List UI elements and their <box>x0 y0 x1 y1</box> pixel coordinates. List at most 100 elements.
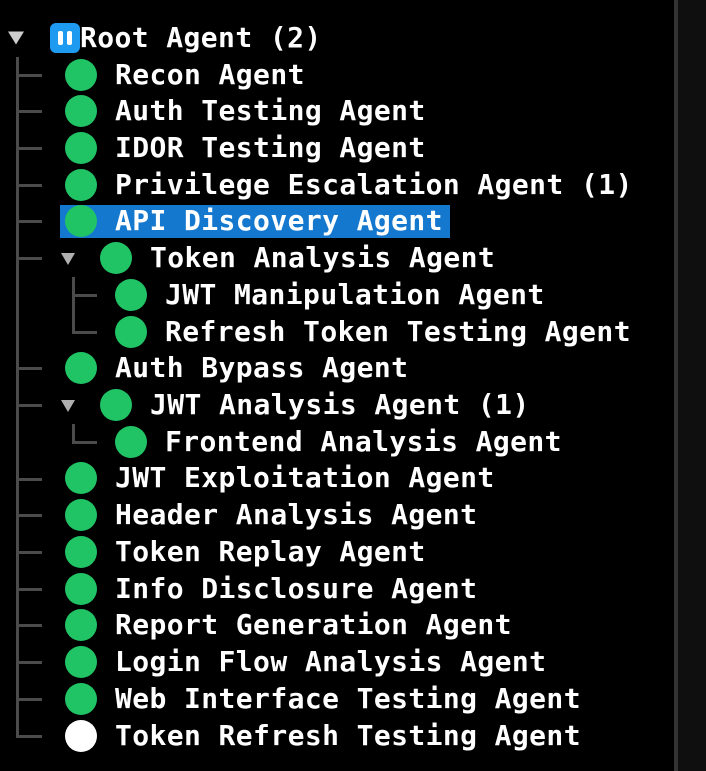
tree-row[interactable]: JWT Analysis Agent (1) <box>0 387 674 424</box>
tree-branch-line <box>16 367 42 371</box>
tree-row-content: Info Disclosure Agent <box>60 572 484 606</box>
tree-row[interactable]: Privilege Escalation Agent (1) <box>0 167 674 204</box>
tree-row[interactable]: Report Generation Agent <box>0 608 674 645</box>
tree-branch-line <box>16 73 42 77</box>
agent-status-dot-icon <box>100 389 132 422</box>
agent-label: Root Agent (2) <box>80 20 322 54</box>
tree-row[interactable]: JWT Exploitation Agent <box>0 461 674 498</box>
tree-branch-line <box>16 624 42 628</box>
tree-row[interactable]: JWT Manipulation Agent <box>0 277 674 314</box>
agent-label: Auth Testing Agent <box>115 94 426 128</box>
agent-label: Privilege Escalation Agent (1) <box>115 167 633 201</box>
agent-label: Web Interface Testing Agent <box>115 681 581 715</box>
expand-triangle-icon[interactable] <box>61 252 75 265</box>
agent-label: Token Replay Agent <box>115 534 426 568</box>
agent-label: Auth Bypass Agent <box>115 351 409 385</box>
tree-branch-line <box>16 147 42 151</box>
agent-status-dot-icon <box>115 425 147 458</box>
tree-row[interactable]: Auth Bypass Agent <box>0 350 674 387</box>
agent-status-dot-icon <box>65 168 97 201</box>
agent-label: Header Analysis Agent <box>115 498 478 532</box>
tree-branch-line <box>72 440 97 444</box>
panel-divider <box>674 0 678 771</box>
tree-row[interactable]: Token Refresh Testing Agent <box>0 718 674 755</box>
expand-triangle-icon[interactable] <box>8 31 24 45</box>
tree-row-content: JWT Manipulation Agent <box>110 278 552 312</box>
agent-label: Login Flow Analysis Agent <box>115 645 547 679</box>
agent-status-dot-icon <box>65 535 97 568</box>
tree-row-content: Token Refresh Testing Agent <box>60 719 588 753</box>
tree-branch-line <box>16 404 42 408</box>
tree-branch-line <box>16 661 42 665</box>
agent-status-dot-icon <box>115 278 147 311</box>
agent-label: Token Analysis Agent <box>150 241 496 275</box>
agent-label: Info Disclosure Agent <box>115 571 478 605</box>
tree-row-content: Token Analysis Agent <box>95 241 502 275</box>
expand-triangle-icon[interactable] <box>61 399 75 412</box>
tree-row-content: JWT Analysis Agent (1) <box>95 388 537 422</box>
tree-row[interactable]: Auth Testing Agent <box>0 93 674 130</box>
tree-row[interactable]: Web Interface Testing Agent <box>0 681 674 718</box>
tree-row[interactable]: Header Analysis Agent <box>0 497 674 534</box>
tree-branch-line <box>16 110 42 114</box>
tree-row[interactable]: Login Flow Analysis Agent <box>0 644 674 681</box>
agent-label: Frontend Analysis Agent <box>165 424 562 458</box>
tree-branch-line <box>16 220 42 224</box>
tree-row[interactable]: IDOR Testing Agent <box>0 130 674 167</box>
tree-branch-line <box>16 587 42 591</box>
tree-row[interactable]: Root Agent (2) <box>0 20 674 57</box>
tree-branch-line <box>16 697 42 701</box>
tree-row-content: Refresh Token Testing Agent <box>110 315 638 349</box>
tree-row-content: Web Interface Testing Agent <box>60 682 588 716</box>
agent-label: Refresh Token Testing Agent <box>165 314 631 348</box>
tree-row-content: API Discovery Agent <box>60 204 450 239</box>
tree-branch-line <box>16 550 42 554</box>
tree-row-content: Auth Testing Agent <box>60 94 433 128</box>
tree-row-content: Header Analysis Agent <box>60 498 484 532</box>
tree-row[interactable]: Info Disclosure Agent <box>0 571 674 608</box>
tree-row-content: Recon Agent <box>60 58 312 92</box>
tree-row[interactable]: Token Replay Agent <box>0 534 674 571</box>
tree-row[interactable]: Recon Agent <box>0 57 674 94</box>
tree-row-content: JWT Exploitation Agent <box>60 462 502 496</box>
tree-branch-line <box>16 257 42 261</box>
agent-status-dot-icon <box>65 132 97 165</box>
tree-row-content: Report Generation Agent <box>60 609 519 643</box>
agent-label: API Discovery Agent <box>115 204 443 238</box>
agent-status-dot-icon <box>65 646 97 679</box>
agent-status-dot-icon <box>65 95 97 128</box>
tree-row-content: Root Agent (2) <box>50 21 322 55</box>
tree-branch-line <box>16 514 42 518</box>
tree-row[interactable]: API Discovery Agent <box>0 204 674 241</box>
tree-branch-line <box>16 477 42 481</box>
agent-label: IDOR Testing Agent <box>115 131 426 165</box>
agent-status-dot-icon <box>65 499 97 532</box>
agent-status-dot-icon <box>100 242 132 275</box>
pause-icon <box>50 22 80 53</box>
agent-status-dot-icon <box>115 315 147 348</box>
agent-label: JWT Manipulation Agent <box>165 277 545 311</box>
agent-status-dot-icon <box>65 58 97 91</box>
tree-row-content: Frontend Analysis Agent <box>110 425 569 459</box>
agent-status-dot-icon <box>65 352 97 385</box>
tree-connector-line <box>72 424 75 443</box>
tree-row[interactable]: Token Analysis Agent <box>0 240 674 277</box>
tree-connector-line <box>16 57 19 736</box>
tree-branch-line <box>16 734 42 738</box>
agent-status-dot-icon <box>65 609 97 642</box>
agent-status-dot-icon <box>65 719 97 752</box>
agent-status-dot-icon <box>65 462 97 495</box>
tree-branch-line <box>72 293 97 297</box>
agent-status-dot-icon <box>65 205 97 238</box>
tree-row-content: Privilege Escalation Agent (1) <box>60 168 640 202</box>
tree-row-content: Token Replay Agent <box>60 535 433 569</box>
agent-label: Recon Agent <box>115 57 305 91</box>
tree-row[interactable]: Frontend Analysis Agent <box>0 424 674 461</box>
tree-connector-line <box>72 277 75 333</box>
right-panel-edge <box>678 0 706 771</box>
tree-branch-line <box>72 330 97 334</box>
tree-row[interactable]: Refresh Token Testing Agent <box>0 314 674 351</box>
agent-label: JWT Analysis Agent (1) <box>150 388 530 422</box>
tree-branch-line <box>16 183 42 187</box>
